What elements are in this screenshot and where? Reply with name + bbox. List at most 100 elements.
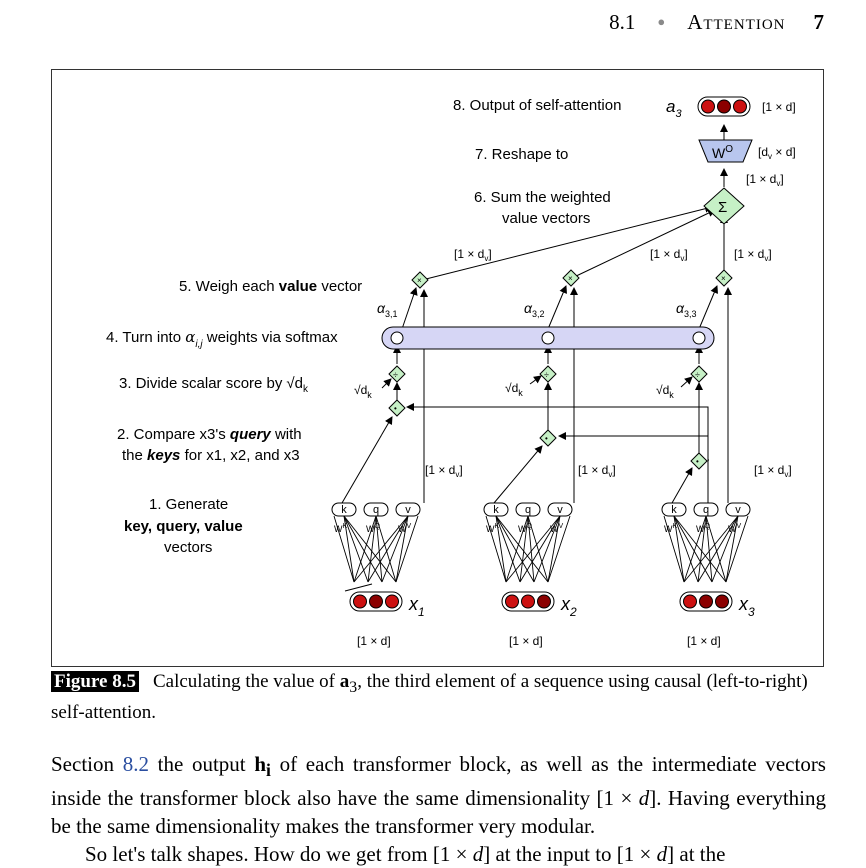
weighted-shape-1: [1 × dv]	[454, 247, 492, 263]
svg-text:÷: ÷	[544, 370, 549, 380]
step-1-line1: 1. Generate	[149, 496, 228, 513]
input-vector-1	[349, 591, 403, 612]
input-shape-2: [1 × d]	[509, 634, 543, 648]
svg-text:WK: WK	[334, 523, 348, 534]
dot-node-1: •	[388, 399, 406, 417]
separator-dot: ●	[657, 14, 666, 29]
weighted-shape-3: [1 × dv]	[734, 247, 772, 263]
svg-text:×: ×	[568, 274, 573, 283]
step-4: 4. Turn into αi,j weights via softmax	[106, 328, 338, 350]
input-label-2: x2	[560, 594, 577, 619]
svg-text:WQ: WQ	[366, 523, 381, 534]
caption-text-b: , the third element of a sequence using …	[51, 671, 808, 723]
step-8: 8. Output of self-attention	[453, 97, 621, 114]
multiply-node-2: ×	[562, 269, 580, 287]
svg-text:×: ×	[721, 274, 726, 283]
token-block-1: kqvWKWQWVx1[1 × d]	[331, 502, 425, 648]
v-shape-1: [1 × dv]	[425, 463, 463, 479]
section-link-8-2[interactable]: 8.2	[122, 752, 149, 776]
svg-text:q: q	[373, 504, 379, 516]
input-shape-1: [1 × d]	[357, 634, 391, 648]
svg-text:÷: ÷	[695, 370, 700, 380]
sqrt-dk-3: √dk	[656, 383, 674, 400]
token-block-2: kqvWKWQWVx2[1 × d]	[483, 502, 577, 648]
divide-node-3: ÷	[690, 365, 708, 383]
output-vector	[697, 96, 751, 117]
input-label-1: x1	[408, 594, 425, 619]
token-blocks: kqvWKWQWVx1[1 × d]kqvWKWQWVx2[1 × d]kqvW…	[331, 502, 755, 648]
input-vector-2	[501, 591, 555, 612]
output-shape: [1 × d]	[762, 100, 796, 114]
value-vector-3: v	[725, 502, 751, 517]
dot-node-2: •	[539, 429, 557, 447]
svg-text:v: v	[405, 504, 411, 516]
svg-text:WK: WK	[664, 523, 678, 534]
weighted-shape-2: [1 × dv]	[650, 247, 688, 263]
figure-caption: Figure 8.5 Calculating the value of a3, t…	[51, 669, 826, 725]
svg-text:k: k	[493, 504, 499, 516]
svg-text:•: •	[545, 434, 548, 443]
output-a3-label: a3	[666, 97, 682, 120]
svg-text:Σ: Σ	[718, 199, 727, 216]
svg-text:WO: WO	[712, 144, 733, 161]
dot-node-3: •	[690, 452, 708, 470]
svg-text:•: •	[696, 457, 699, 466]
sqrt-dk-2: √dk	[505, 381, 523, 398]
value-vector-2: v	[547, 502, 573, 517]
svg-text:•: •	[394, 404, 397, 413]
value-vector-1: v	[395, 502, 421, 517]
multiply-node-1: ×	[411, 271, 429, 289]
paragraph-2: So let's talk shapes. How do we get from…	[85, 842, 726, 867]
svg-text:×: ×	[417, 276, 422, 285]
token-block-3: kqvWKWQWVx3[1 × d]	[661, 502, 755, 648]
running-head: 8.1 ● Attention 7	[609, 10, 824, 35]
softmax-bar	[381, 326, 715, 350]
wo-matrix: WO	[698, 139, 753, 163]
sqrt-dk-1: √dk	[354, 383, 372, 400]
svg-text:÷: ÷	[393, 370, 398, 380]
key-vector-2: k	[483, 502, 509, 517]
figure-8-5: 8. Output of self-attention 7. Reshape t…	[51, 69, 824, 667]
query-vector-3: q	[693, 502, 719, 517]
section-number: 8.1	[609, 10, 636, 34]
divide-node-1: ÷	[388, 365, 406, 383]
caption-a3-sub: 3	[349, 678, 358, 696]
step-6-line2: value vectors	[502, 210, 590, 227]
key-vector-1: k	[331, 502, 357, 517]
paragraph-1: Section 8.2 the output hi of each transf…	[51, 752, 827, 839]
alpha-3-1: α3,1	[377, 300, 398, 319]
svg-text:k: k	[341, 504, 347, 516]
caption-a3: a	[339, 671, 350, 692]
input-vector-3	[679, 591, 733, 612]
input-shape-3: [1 × d]	[687, 634, 721, 648]
step-labels: 8. Output of self-attention 7. Reshape t…	[106, 97, 621, 556]
wo-shape: [dv × d]	[758, 145, 796, 161]
weight-matrices-2: WKWQWV	[485, 515, 571, 583]
step-2-line2: the keys for x1, x2, and x3	[122, 447, 300, 464]
section-title: Attention	[687, 10, 786, 34]
caption-text-a: Calculating the value of	[152, 671, 340, 692]
page-number: 7	[813, 10, 825, 34]
key-vector-3: k	[661, 502, 687, 517]
svg-text:WQ: WQ	[518, 523, 533, 534]
step-3: 3. Divide scalar score by√dk	[119, 375, 309, 395]
input-label-3: x3	[738, 594, 755, 619]
svg-text:WQ: WQ	[696, 523, 711, 534]
step-1-line2: key, query, value	[124, 518, 243, 535]
caption-label: Figure 8.5	[51, 671, 139, 692]
svg-text:v: v	[557, 504, 563, 516]
v-shape-3: [1 × dv]	[754, 463, 792, 479]
alpha-3-2: α3,2	[524, 300, 545, 319]
step-6-line1: 6. Sum the weighted	[474, 189, 611, 206]
step-5: 5. Weigh each value vector	[179, 278, 362, 295]
sum-node: Σ	[703, 187, 745, 225]
step-7: 7. Reshape to	[475, 146, 568, 163]
svg-text:q: q	[703, 504, 709, 516]
multiply-node-3: ×	[715, 269, 733, 287]
connections	[341, 124, 732, 592]
svg-text:k: k	[671, 504, 677, 516]
alpha-3-3: α3,3	[676, 300, 697, 319]
svg-text:WK: WK	[486, 523, 500, 534]
query-vector-2: q	[515, 502, 541, 517]
query-vector-1: q	[363, 502, 389, 517]
